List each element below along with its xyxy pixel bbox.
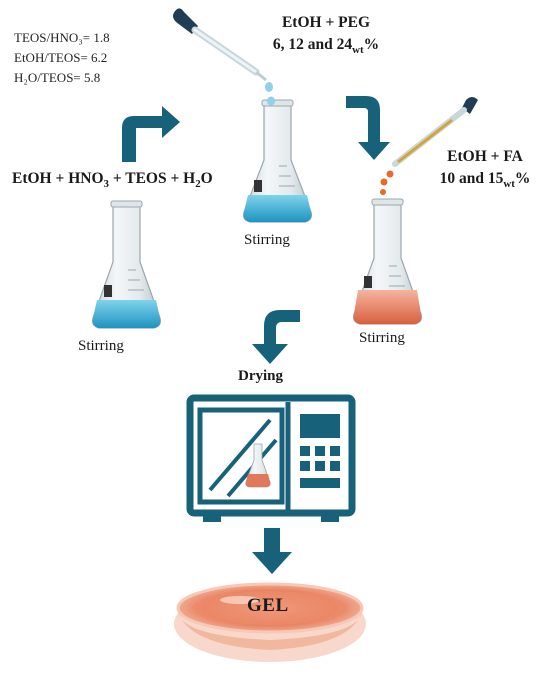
peg-addition-label: EtOH + PEG 6, 12 and 24wt% — [246, 12, 406, 61]
fa-percentages: 10 and 15 — [439, 170, 504, 187]
arrow-to-flask-3 — [346, 96, 390, 160]
mix-sub-1: 3 — [103, 178, 109, 191]
peg-wt-sub: wt — [352, 44, 364, 57]
mix-sub-2: 2 — [195, 178, 201, 191]
fa-percent-sign: % — [514, 170, 531, 187]
fa-addition-label: EtOH + FA 10 and 15wt% — [430, 146, 540, 195]
fa-line-1: EtOH + FA — [447, 148, 523, 165]
flask-blue-1 — [92, 200, 161, 329]
peg-percent-sign: % — [363, 36, 380, 53]
peg-line-1: EtOH + PEG — [281, 14, 371, 31]
gel-dish — [174, 582, 366, 662]
stirring-label-2: Stirring — [244, 232, 290, 248]
fa-line-2: 10 and 15wt% — [430, 168, 540, 195]
stirring-label-1: Stirring — [78, 338, 124, 354]
dropper-peg — [173, 8, 275, 106]
stirring-label-3: Stirring — [359, 330, 405, 346]
flask-orange — [353, 198, 422, 325]
gel-label: GEL — [247, 595, 289, 616]
reagent-ratios: TEOS/HNO₃= 1.8 EtOH/TEOS= 6.2 H₂O/TEOS= … — [14, 28, 110, 88]
initial-mixture-label: EtOH + HNO3 + TEOS + H2O — [12, 170, 213, 190]
peg-line-2: 6, 12 and 24wt% — [246, 34, 406, 61]
drying-label: Drying — [238, 368, 283, 384]
ratio-teos-hno3: TEOS/HNO₃= 1.8 — [14, 30, 110, 45]
arrow-to-flask-2 — [122, 106, 180, 162]
ratio-h2o-teos: H₂O/TEOS= 5.8 — [14, 70, 101, 85]
oven-icon — [186, 394, 356, 522]
dropper-fa — [380, 97, 478, 195]
flask-blue-2 — [243, 99, 312, 223]
mix-part-2: + TEOS + H — [108, 170, 196, 187]
mix-part-1: EtOH + HNO — [12, 170, 104, 187]
fa-wt-sub: wt — [503, 178, 515, 191]
arrow-to-gel — [252, 528, 292, 574]
arrow-to-drying — [252, 310, 300, 364]
mix-part-3: O — [200, 170, 213, 187]
ratio-etoh-teos: EtOH/TEOS= 6.2 — [14, 50, 108, 65]
peg-percentages: 6, 12 and 24 — [272, 36, 353, 53]
